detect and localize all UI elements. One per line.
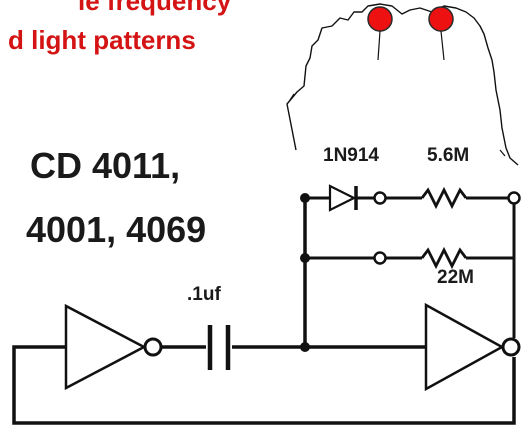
- terminal-dot-top: [373, 191, 387, 205]
- led-right: [428, 6, 454, 61]
- terminal-dot-middle: [373, 251, 387, 265]
- capacitor-label: .1uf: [187, 284, 221, 305]
- led-housing-notch: [289, 93, 506, 157]
- led-housing-outline: [286, 3, 519, 166]
- chip-list-line-2: 4001, 4069: [26, 209, 207, 250]
- title-line-2: d light patterns: [8, 25, 196, 55]
- terminal-dot-top-right: [507, 191, 521, 205]
- capacitor: [207, 325, 231, 370]
- junction-dot-bottom: [300, 342, 310, 352]
- resistor-5-6m: [420, 186, 468, 210]
- resistor-22m: [420, 246, 468, 270]
- feedback-loop-wire: [12, 345, 516, 425]
- diode-1n914: [328, 184, 358, 212]
- diode-label: 1N914: [323, 145, 379, 166]
- chip-list-line-1: CD 4011,: [30, 145, 181, 186]
- resistor-top-label: 5.6M: [427, 145, 470, 166]
- title-line-1: le frequency: [78, 0, 232, 16]
- led-left: [367, 6, 393, 61]
- inverter-right: [424, 302, 521, 392]
- resistor-bottom-label: 22M: [437, 267, 474, 288]
- inverter-left: [64, 303, 163, 391]
